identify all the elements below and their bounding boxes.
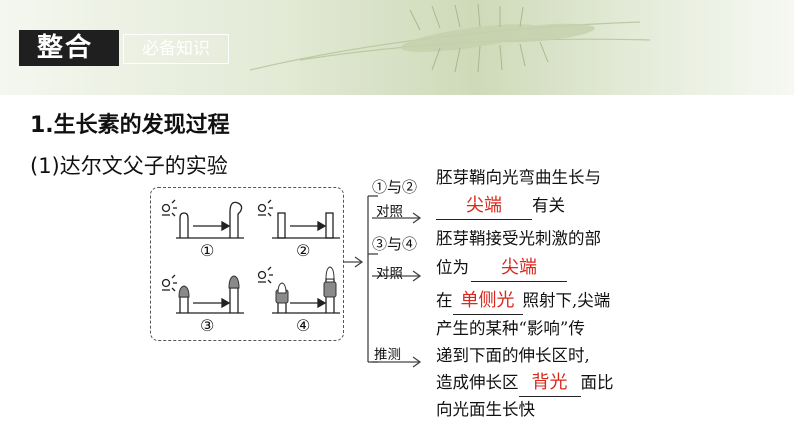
branch-3-line1: 在单侧光照射下,尖端: [436, 288, 610, 315]
branch-3-line3: 递到下面的伸长区时,: [436, 346, 590, 365]
branch-2-line1: 胚芽鞘接受光刺激的部: [436, 229, 601, 248]
experiment-label-3: ③: [200, 316, 215, 335]
answer-tip-2: 尖端: [501, 257, 537, 278]
branch-2-sublabel: 对照: [376, 266, 403, 282]
section-heading: 1.生长素的发现过程: [30, 113, 230, 138]
experiment-label-1: ①: [200, 241, 215, 260]
branch-1-sublabel: 对照: [376, 204, 403, 220]
section-subtag: 必备知识: [123, 34, 229, 64]
branch-2-line2: 位为尖端: [436, 255, 567, 282]
branch-3-line4: 造成伸长区背光面比: [436, 370, 614, 397]
experiment-diagram-box: [150, 187, 344, 341]
branch-1-label: ①与②: [372, 178, 418, 196]
grass-decoration-icon: [249, 3, 651, 73]
branch-1-line1: 胚芽鞘向光弯曲生长与: [436, 168, 601, 187]
answer-shade: 背光: [531, 372, 568, 393]
tag-divider: [111, 30, 119, 66]
experiment-label-2: ②: [296, 241, 311, 260]
section-tag: 整合: [19, 30, 111, 66]
experiment-label-4: ④: [296, 316, 311, 335]
branch-3-label: 推测: [374, 347, 401, 363]
answer-light: 单侧光: [460, 290, 515, 311]
branch-2-label: ③与④: [372, 235, 418, 253]
branch-3-line2: 产生的某种“影响”传: [436, 319, 585, 338]
sub-heading: (1)达尔文父子的实验: [30, 154, 228, 178]
answer-tip-1: 尖端: [466, 195, 502, 216]
branch-3-line5: 向光面生长快: [436, 400, 535, 419]
branch-1-line2: 尖端有关: [436, 193, 565, 220]
